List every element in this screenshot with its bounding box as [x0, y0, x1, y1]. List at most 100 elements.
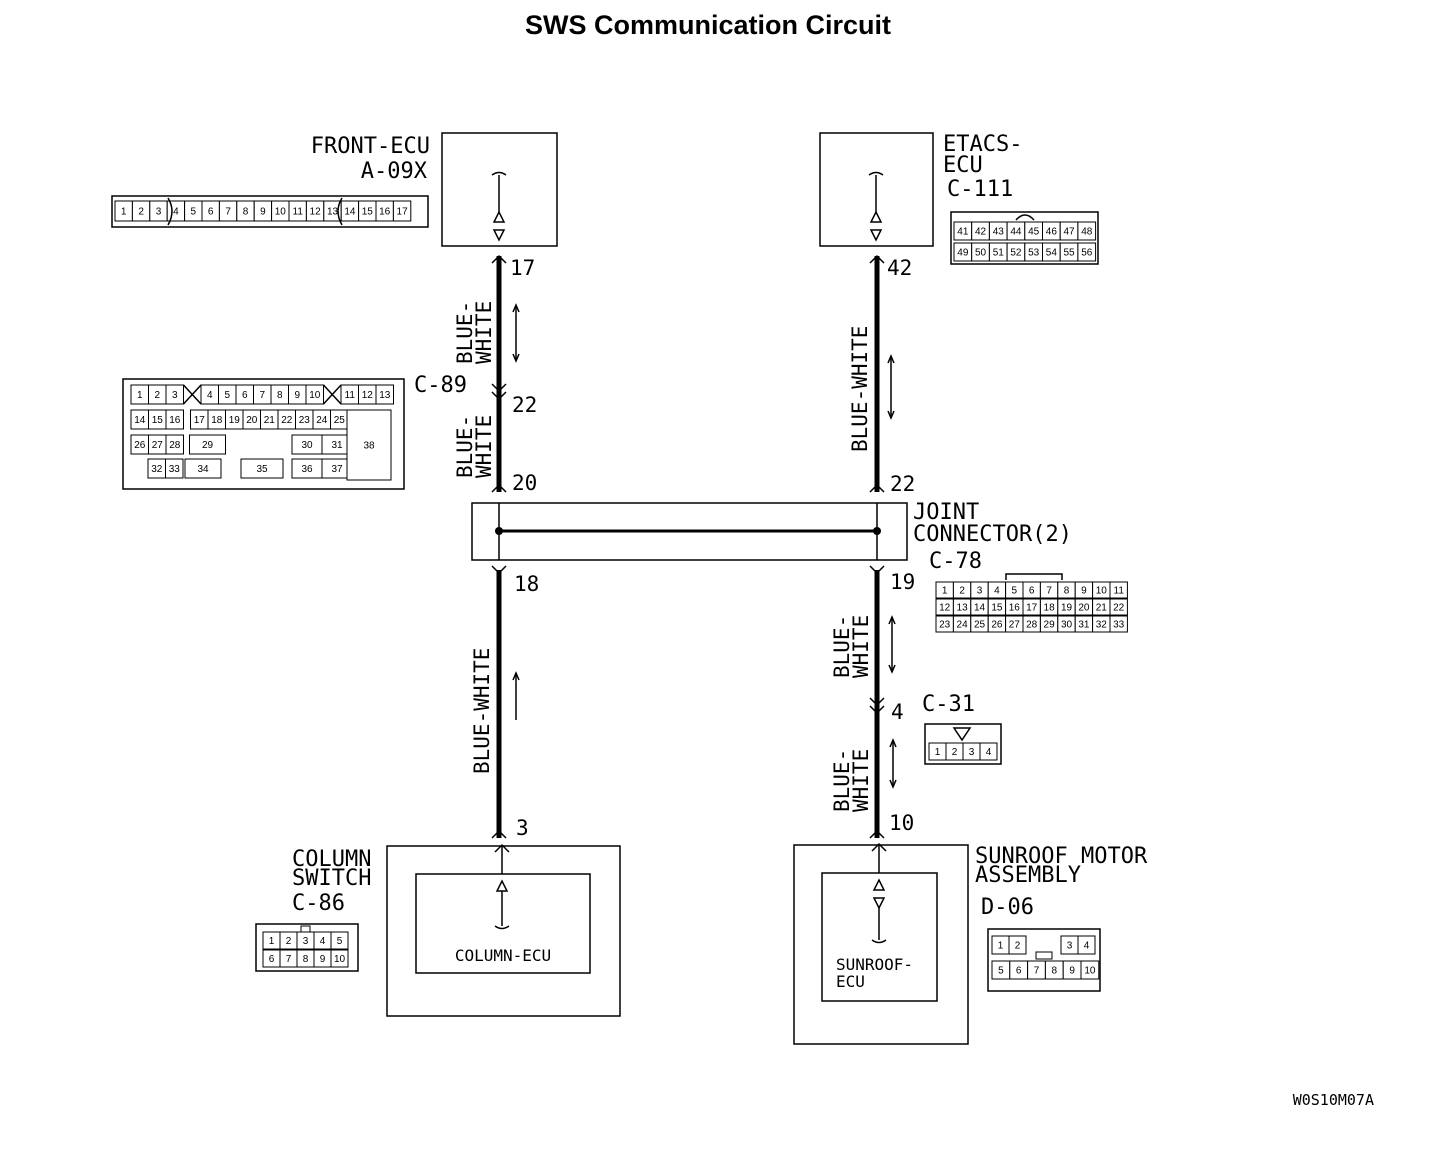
pin-cell-c78-21: 21	[1092, 598, 1111, 616]
svg-text:12: 12	[939, 603, 951, 614]
pin-cell-d06-9: 9	[1062, 960, 1082, 980]
svg-text:6: 6	[242, 390, 248, 401]
pin-cell-c89-30: 30	[291, 434, 323, 455]
pin-cell-c78-17: 17	[1022, 598, 1041, 616]
pin-cell-a09x-9: 9	[253, 200, 273, 222]
pin-cell-c86-6: 6	[262, 949, 281, 968]
pin-cell-d06-10: 10	[1080, 960, 1100, 980]
svg-text:6: 6	[208, 207, 214, 218]
svg-text:2: 2	[1015, 941, 1021, 952]
svg-text:12: 12	[362, 390, 374, 401]
pin-cell-d06-7: 7	[1027, 960, 1046, 980]
svg-text:17: 17	[194, 415, 206, 426]
pin-cell-c111-49: 49	[953, 242, 973, 262]
pin-cell-d06-3: 3	[1060, 935, 1079, 955]
svg-text:21: 21	[264, 415, 276, 426]
svg-text:1: 1	[942, 586, 948, 597]
pin-cell-c89-13: 13	[375, 384, 394, 405]
pin-cell-c111-50: 50	[971, 242, 990, 262]
svg-text:4: 4	[994, 586, 1000, 597]
pin-cell-c111-53: 53	[1024, 242, 1044, 262]
c78-connector-label: C-78	[929, 549, 982, 574]
svg-text:7: 7	[1046, 586, 1052, 597]
svg-text:43: 43	[993, 227, 1005, 238]
pin-cell-c111-55: 55	[1059, 242, 1079, 262]
pin-cell-c89-2: 2	[148, 384, 167, 405]
pin-cell-c111-56: 56	[1077, 242, 1097, 262]
front-ecu-label: FRONT-ECU	[311, 134, 430, 159]
svg-text:33: 33	[1113, 620, 1125, 631]
svg-text:10: 10	[334, 954, 346, 965]
svg-text:32: 32	[151, 464, 163, 475]
pin-cell-c78-1: 1	[935, 581, 954, 599]
front-ecu-internal-symbol	[491, 171, 507, 242]
etacs-ecu-label-line1: ETACS-	[943, 132, 1022, 157]
pin-cell-c89-33: 33	[165, 458, 184, 479]
svg-text:10: 10	[1084, 966, 1096, 977]
svg-text:14: 14	[974, 603, 986, 614]
pin-cell-a09x-2: 2	[131, 200, 151, 222]
pin-cell-c78-4: 4	[987, 581, 1007, 599]
signal-arrow-left-upper	[512, 303, 520, 363]
pin-joint-20: 20	[512, 471, 537, 495]
pin-cell-d06-8: 8	[1044, 960, 1064, 980]
svg-text:33: 33	[169, 464, 181, 475]
svg-text:36: 36	[301, 464, 313, 475]
svg-text:3: 3	[303, 936, 309, 947]
svg-text:38: 38	[363, 441, 375, 452]
svg-text:20: 20	[1078, 603, 1090, 614]
svg-text:8: 8	[1052, 966, 1058, 977]
pin-cell-c89-28: 28	[165, 434, 184, 455]
pin-cell-c111-52: 52	[1006, 242, 1026, 262]
wire-label-right-2-blue: BLUE-	[830, 615, 854, 678]
pin-cell-c89-12: 12	[358, 384, 377, 405]
pin-cell-c78-14: 14	[970, 598, 989, 616]
joint-connector-box	[471, 502, 908, 561]
pin-cell-c89-5: 5	[218, 384, 237, 405]
etacs-ecu-connector-label: C-111	[947, 177, 1013, 202]
svg-text:3: 3	[156, 207, 162, 218]
pin-cell-d06-2: 2	[1008, 935, 1027, 955]
pin-cell-c89-22: 22	[277, 409, 296, 430]
column-switch-label-line1: COLUMN	[292, 847, 371, 872]
pin-cell-c78-31: 31	[1074, 615, 1094, 633]
svg-text:51: 51	[993, 248, 1005, 259]
svg-text:1: 1	[269, 936, 275, 947]
svg-text:7: 7	[286, 954, 292, 965]
pin-cell-c89-1: 1	[130, 384, 149, 405]
svg-text:34: 34	[197, 464, 209, 475]
svg-text:2: 2	[154, 390, 160, 401]
svg-text:11: 11	[345, 390, 356, 401]
svg-text:41: 41	[957, 227, 969, 238]
pin-cell-c78-32: 32	[1092, 615, 1111, 633]
svg-text:26: 26	[991, 620, 1003, 631]
pin-cell-c89-18: 18	[207, 409, 226, 430]
svg-text:4: 4	[1084, 941, 1090, 952]
svg-text:23: 23	[939, 620, 951, 631]
svg-text:25: 25	[334, 415, 346, 426]
front-ecu-box	[441, 132, 558, 247]
column-ecu-label: COLUMN-ECU	[455, 946, 551, 965]
svg-text:45: 45	[1028, 227, 1040, 238]
svg-text:26: 26	[134, 440, 146, 451]
wire-label-left-1-white: WHITE	[472, 301, 496, 364]
pin-cell-c89-36: 36	[291, 458, 323, 479]
pin-cell-c89-20: 20	[242, 409, 261, 430]
pin-cell-c86-8: 8	[296, 949, 315, 968]
signal-arrow-right-middle	[888, 615, 896, 674]
svg-text:8: 8	[243, 207, 249, 218]
pin-cell-c31-2: 2	[945, 742, 964, 761]
svg-text:4: 4	[986, 747, 992, 758]
pin-cell-a09x-17: 17	[392, 200, 412, 222]
pin-cell-c78-12: 12	[935, 598, 954, 616]
sunroof-motor-box	[793, 844, 969, 1045]
svg-text:3: 3	[977, 586, 983, 597]
svg-text:32: 32	[1096, 620, 1108, 631]
wire-label-right-3-blue: BLUE-	[830, 749, 854, 812]
pin-cell-a09x-5: 5	[184, 200, 203, 222]
page-title: SWS Communication Circuit	[525, 10, 891, 40]
pin-sunroof-10: 10	[889, 811, 914, 835]
svg-text:1: 1	[998, 941, 1004, 952]
pin-cell-c89-29: 29	[189, 434, 226, 455]
pin-cell-d06-1: 1	[991, 935, 1010, 955]
